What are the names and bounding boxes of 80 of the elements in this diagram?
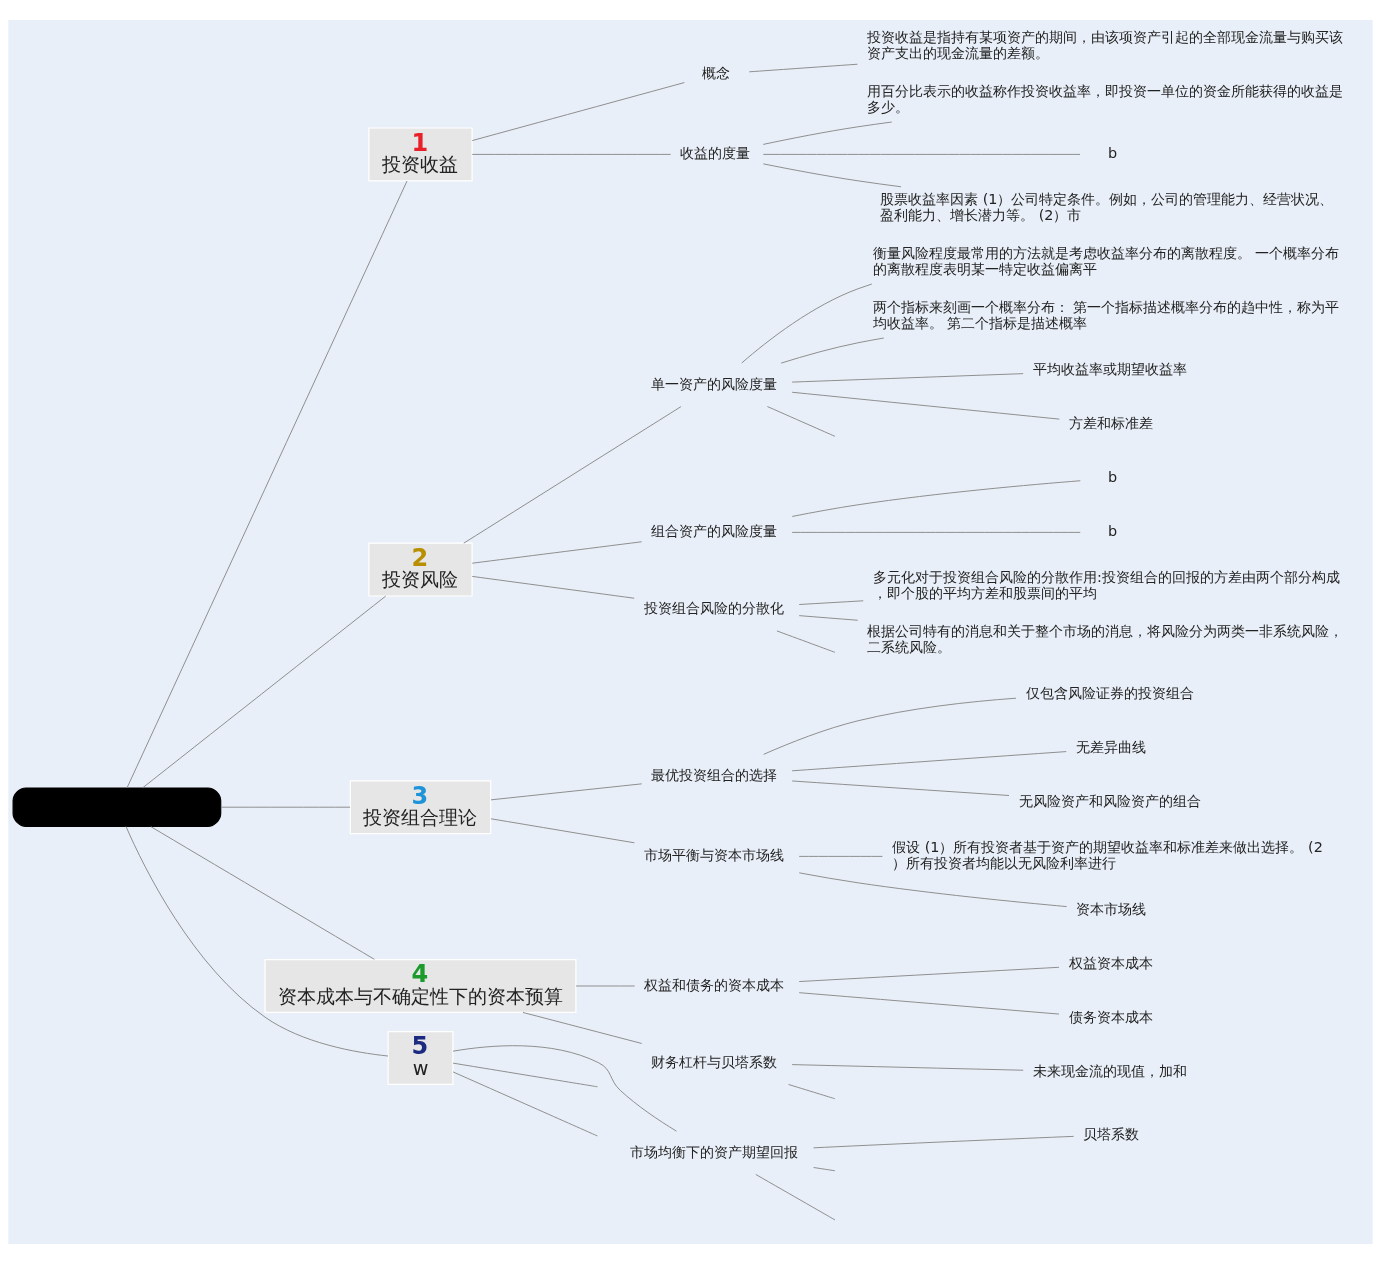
- node-box: 1 投资收益: [368, 127, 473, 182]
- node-text: 概念: [701, 64, 730, 81]
- node-text: 权益资本成本: [1069, 955, 1154, 972]
- connector: [791, 751, 1067, 772]
- node-text: 投资收益是指持有某项资产的期间，由该项资产引起的全部现金流量与购买该资产支出的现金流量的差额。: [867, 29, 1344, 61]
- node-text: 贝塔系数: [1083, 1125, 1140, 1142]
- connector: [490, 783, 643, 801]
- connector: [798, 600, 864, 605]
- node-text: 最优投资组合的选择: [651, 766, 778, 783]
- connector: [813, 1135, 1075, 1149]
- connector: [798, 966, 1060, 983]
- connector: [575, 985, 636, 987]
- node-text: 组合资产的风险度量: [651, 523, 778, 540]
- connector: [471, 153, 672, 155]
- connector: [452, 1062, 598, 1088]
- connector: [788, 1084, 836, 1100]
- connector: [791, 531, 1081, 533]
- node-text: 市场平衡与资本市场线: [644, 847, 785, 864]
- node-text: 债务资本成本: [1069, 1009, 1154, 1026]
- node-text: 用百分比表示的收益称作投资收益率，即投资一单位的资金所能获得的收益是多少。: [867, 83, 1344, 115]
- node-box: [12, 787, 222, 827]
- connector: [763, 697, 1017, 755]
- node-text: 方差和标准差: [1069, 415, 1154, 432]
- connector: [791, 780, 1010, 796]
- node-text: 未来现金流的现值，加和: [1033, 1063, 1188, 1080]
- connector: [798, 992, 1060, 1015]
- connector: [471, 575, 635, 599]
- connector: [522, 1011, 643, 1044]
- connector: [791, 1064, 1024, 1071]
- node-text: 收益的度量: [680, 145, 751, 162]
- node-text: b: [1108, 523, 1118, 540]
- connector: [766, 406, 836, 437]
- connector: [125, 826, 389, 1057]
- node-text: 平均收益率或期望收益率: [1033, 361, 1188, 378]
- connector: [452, 1071, 598, 1137]
- connector: [741, 283, 873, 364]
- connector: [798, 855, 883, 857]
- node-text: 股票收益率因素 (1）公司特定条件。例如，公司的管理能力、经营状况、盈利能力、增长潜力等。 (2）市: [880, 191, 1334, 223]
- node-text: 无差异曲线: [1076, 739, 1147, 756]
- node-text: 市场均衡下的资产期望回报: [629, 1143, 798, 1160]
- node-text: 投资组合风险的分散化: [644, 599, 785, 616]
- connector: [748, 63, 858, 73]
- node-text: b: [1108, 469, 1118, 486]
- connector: [142, 595, 387, 789]
- node-text: 假设 (1）所有投资者基于资产的期望收益率和标准差来做出选择。 (2）所有投资者均能以无风险利率进行: [892, 839, 1323, 871]
- connector: [490, 818, 635, 844]
- connector: [791, 391, 1060, 420]
- node-text: 两个指标来刻画一个概率分布： 第一个指标描述概率分布的趋中性，称为平均收益率。 第二个指标是描述概率: [872, 299, 1340, 331]
- connector: [452, 1045, 677, 1132]
- connector: [463, 406, 682, 544]
- connector: [798, 872, 1068, 908]
- connector: [791, 373, 1024, 383]
- connector: [126, 180, 408, 789]
- node-text: 仅包含风险证券的投资组合: [1025, 685, 1194, 702]
- connector: [220, 806, 351, 808]
- node-text: 单一资产的风险度量: [651, 375, 778, 392]
- connector: [780, 337, 885, 364]
- connector: [776, 630, 836, 653]
- node-text: 无风险资产和风险资产的组合: [1018, 793, 1201, 810]
- node-text: 根据公司特有的消息和关于整个市场的消息，将风险分为两类一非系统风险，二系统风险。: [867, 623, 1344, 655]
- connector: [762, 163, 902, 188]
- connector: [755, 1173, 836, 1221]
- connector: [762, 121, 893, 145]
- connector: [471, 541, 643, 564]
- connector: [150, 826, 375, 960]
- node-box: 4 资本成本与不确定性下的资本预算: [264, 959, 577, 1013]
- connector: [791, 480, 1081, 517]
- node-box: 3 投资组合理论: [349, 780, 492, 835]
- node-text: 多元化对于投资组合风险的分散作用:投资组合的回报的方差由两个部分构成，即个股的平均方差和股票间的平均: [872, 569, 1340, 601]
- node-text: 衡量风险程度最常用的方法就是考虑收益率分布的离散程度。 一个概率分布的离散程度表明某一特定收益偏离平: [872, 245, 1340, 277]
- node-text: 权益和债务的资本成本: [644, 976, 785, 993]
- node-box: 2 投资风险: [368, 542, 473, 597]
- connector: [813, 1167, 836, 1172]
- node-box: 5 w: [387, 1031, 454, 1085]
- connector: [762, 153, 1081, 155]
- node-text: 财务杠杆与贝塔系数: [651, 1053, 778, 1070]
- connector: [798, 615, 859, 621]
- connector: [471, 82, 685, 142]
- node-text: b: [1108, 145, 1118, 162]
- node-text: 资本市场线: [1076, 901, 1147, 918]
